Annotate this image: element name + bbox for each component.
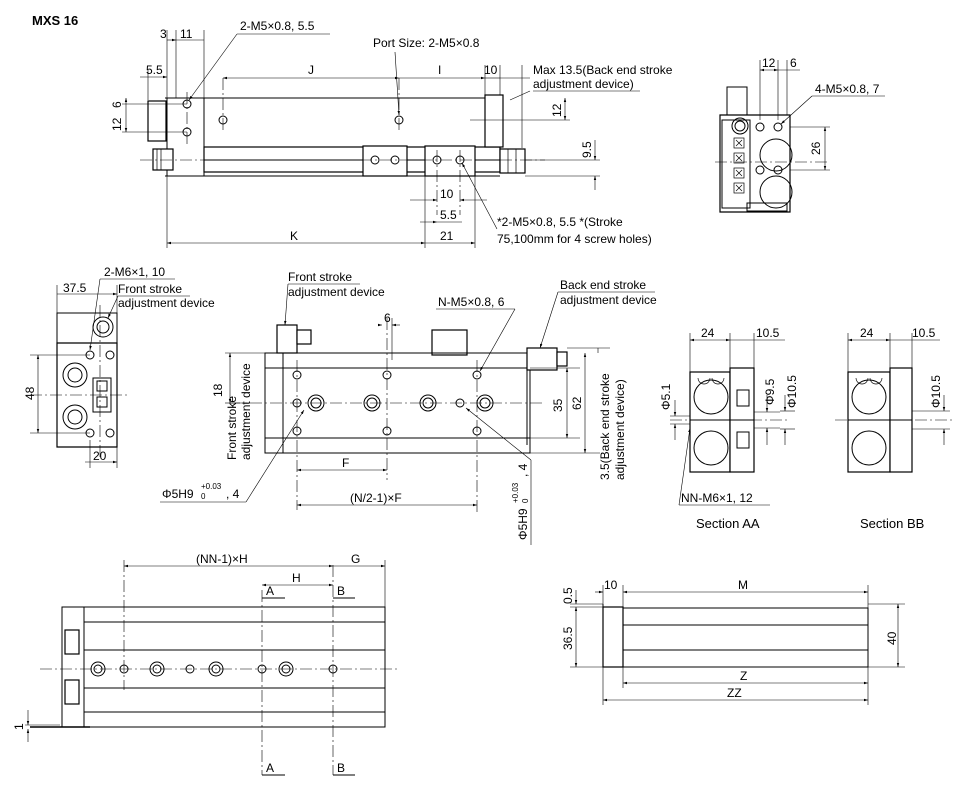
note-2-m6: 2-M6×1, 10 [104, 265, 165, 279]
dim-I: I [438, 63, 441, 77]
dim-20: 20 [93, 449, 107, 463]
bottom-back-stroke-b: adjustment device [560, 293, 657, 307]
dim-36-5: 36.5 [561, 626, 575, 650]
dim-12-right: 12 [550, 103, 564, 117]
side-back-stroke-a: 3.5(Back end stroke [598, 373, 612, 480]
note-max-13-5-a: Max 13.5(Back end stroke [533, 63, 673, 77]
back-bolt [499, 148, 526, 174]
dim-1: 1 [12, 723, 26, 730]
note-4-m5: 4-M5×0.8, 7 [815, 82, 880, 96]
note-port-size: Port Size: 2-M5×0.8 [373, 36, 480, 50]
dim-18: 18 [211, 383, 225, 397]
note-stroke-a: *2-M5×0.8, 5.5 *(Stroke [497, 215, 623, 229]
dim-5-5-b: 5.5 [440, 208, 457, 222]
depth-right: , 4 [516, 463, 530, 477]
right-end-view: 12 6 4-M5×0.8, 7 26 [715, 56, 885, 213]
aa-phi-5-1: Φ5.1 [659, 383, 673, 410]
note-stroke-b: 75,100mm for 4 screw holes) [497, 232, 652, 246]
dim-J: J [308, 63, 314, 77]
dim-3: 3 [160, 27, 167, 41]
side-back-stroke-b: adjustment device) [613, 379, 627, 480]
dim-Z: Z [740, 669, 747, 683]
side-front-stroke-b: adjustment device [239, 363, 253, 460]
note-max-13-5-b: adjustment device) [533, 77, 634, 91]
dim-12-end: 12 [762, 56, 776, 70]
front-stroke-block [147, 100, 167, 142]
phi5h9-left: Φ5H9 +0.03 0 , 4 [160, 409, 305, 503]
section-mark-b-top: B [337, 584, 345, 598]
dim-10-b: 10 [440, 187, 454, 201]
side-view: 10 M 0.5 36.5 40 Z ZZ [561, 578, 905, 705]
note-nn-m6: NN-M6×1, 12 [681, 491, 753, 505]
bb-dim-24: 24 [860, 326, 874, 340]
dim-K: K [290, 229, 298, 243]
tol-up-right: +0.03 [511, 482, 520, 503]
dim-37-5: 37.5 [63, 281, 87, 295]
bottom-back-stroke-a: Back end stroke [560, 278, 646, 292]
drawing-title: MXS 16 [32, 13, 78, 28]
dim-F: F [342, 456, 349, 470]
dim-nn-1-H: (NN-1)×H [196, 552, 248, 566]
dim-11: 11 [180, 27, 193, 41]
bb-phi-10-5: Φ10.5 [929, 375, 943, 408]
dim-48: 48 [23, 386, 37, 400]
note-2-m5-top: 2-M5×0.8, 5.5 [240, 19, 315, 33]
section-bb: 24 10.5 Φ10.5 Section BB [835, 326, 955, 531]
bottom-front-stroke-a: Front stroke [288, 270, 352, 284]
side-front-stroke-a: Front stroke [225, 396, 239, 460]
dim-M: M [738, 578, 748, 592]
note-n-m5: N-M5×0.8, 6 [438, 295, 505, 309]
dim-12-left: 12 [110, 117, 124, 131]
section-mark-a-top: A [266, 584, 274, 598]
left-end-view: 37.5 48 20 2-M6×1, 10 Front stroke adjus… [23, 265, 215, 468]
dim-0-5: 0.5 [561, 587, 575, 604]
note-front-stroke-b: adjustment device [118, 296, 215, 310]
dim-H: H [292, 571, 301, 585]
section-bb-label: Section BB [860, 516, 924, 531]
front-bolt [152, 148, 174, 171]
dim-21: 21 [440, 229, 454, 243]
section-aa-label: Section AA [696, 516, 760, 531]
top-view: 3 11 5.5 J I 10 Max 13.5(Back end stroke… [110, 19, 673, 248]
phi-5h9-left: Φ5H9 [162, 487, 194, 501]
bottom-front-stroke-b: adjustment device [288, 285, 385, 299]
tol-dn-left: 0 [201, 492, 206, 501]
dim-9-5: 9.5 [580, 141, 594, 158]
depth-left: , 4 [226, 487, 240, 501]
dim-5-5: 5.5 [146, 63, 163, 77]
note-front-stroke-a: Front stroke [118, 282, 182, 296]
dim-6-left: 6 [110, 101, 124, 108]
bottom-view: Front stroke adjustment device Back end … [160, 270, 657, 545]
tol-up-left: +0.03 [201, 482, 222, 491]
dim-26: 26 [809, 141, 823, 155]
dim-ZZ: ZZ [727, 686, 742, 700]
dim-G: G [351, 552, 360, 566]
dim-n2-1-F: (N/2-1)×F [350, 491, 402, 505]
dim-35: 35 [551, 398, 565, 412]
back-stroke-block [484, 94, 504, 148]
bottom-dim-6: 6 [384, 311, 391, 325]
bb-dim-10-5: 10.5 [912, 326, 936, 340]
side-dim-10: 10 [604, 578, 618, 592]
dim-10: 10 [484, 63, 498, 77]
dim-62: 62 [570, 396, 584, 410]
aa-phi-9-5: Φ9.5 [763, 378, 777, 405]
section-mark-a-bottom: A [266, 761, 274, 775]
phi5h9-right: Φ5H9 +0.03 0 , 4 [465, 407, 532, 545]
section-aa: 24 10.5 Φ5.1 Φ9.5 Φ10.5 NN-M6×1, 12 Sect… [659, 326, 799, 531]
aa-dim-24: 24 [701, 326, 715, 340]
section-mark-b-bottom: B [337, 761, 345, 775]
tol-dn-right: 0 [521, 498, 530, 503]
aa-dim-10-5: 10.5 [756, 326, 780, 340]
dim-40: 40 [885, 631, 899, 645]
aa-phi-10-5: Φ10.5 [785, 375, 799, 408]
dim-6-end: 6 [790, 56, 797, 70]
table-view: (NN-1)×H G H A B A B 1 [12, 552, 400, 776]
phi-5h9-right: Φ5H9 [516, 508, 530, 540]
